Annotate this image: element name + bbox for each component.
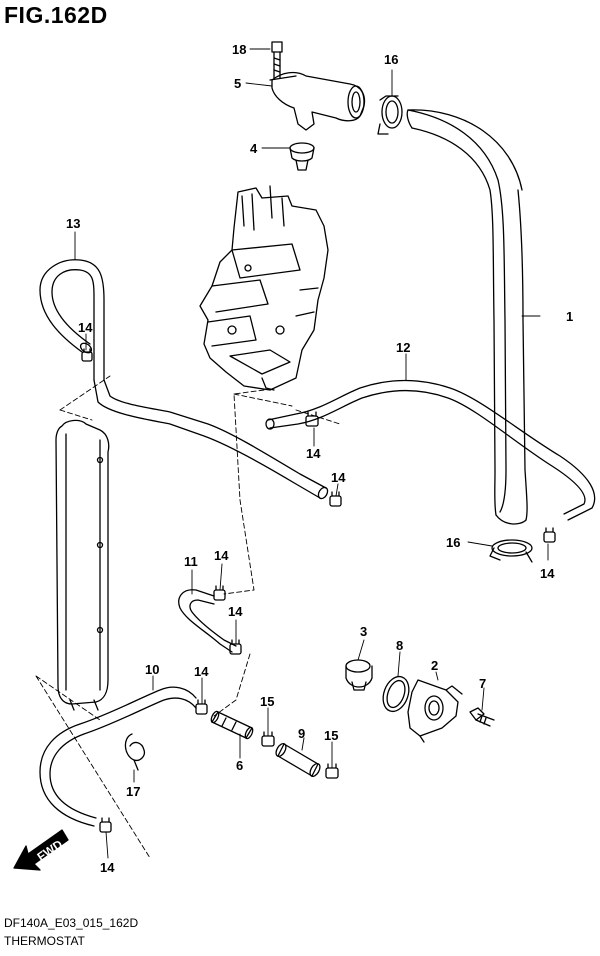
callout-1[interactable]: 1	[566, 309, 573, 324]
callout-15-a[interactable]: 15	[260, 694, 274, 709]
callout-2[interactable]: 2	[431, 658, 438, 673]
part-11-hose	[178, 589, 237, 653]
callout-3[interactable]: 3	[360, 624, 367, 639]
figure-title: FIG.162D	[4, 2, 108, 28]
callout-17[interactable]: 17	[126, 784, 140, 799]
part-4-thermostat	[289, 142, 315, 171]
callout-6[interactable]: 6	[236, 758, 243, 773]
part-12-hose	[265, 379, 596, 521]
callout-5[interactable]: 5	[234, 76, 241, 91]
part-9-hose	[275, 742, 321, 778]
part-14-clamp-c	[329, 491, 342, 507]
part-14-clamp-a	[81, 348, 93, 362]
part-10-hose	[39, 686, 197, 827]
callout-14-g[interactable]: 14	[194, 664, 209, 679]
figure-name: THERMOSTAT	[4, 934, 85, 948]
engine-block	[199, 185, 329, 391]
callout-10[interactable]: 10	[145, 662, 159, 677]
part-17-clip	[124, 733, 146, 771]
part-18-bolt	[271, 41, 283, 79]
part-13-hose	[39, 259, 329, 500]
part-2-cover	[407, 679, 463, 743]
part-3-thermostat	[345, 659, 373, 691]
callout-labels: 18 5 16 4 13 14 1 12 14 14 16 14 11 14 1…	[66, 42, 573, 875]
part-1-hose	[406, 109, 528, 525]
reference-lines	[35, 375, 341, 859]
callout-16-bottom[interactable]: 16	[446, 535, 460, 550]
part-16-clamp-top	[377, 95, 403, 135]
part-14-clamp-h	[99, 817, 112, 833]
callout-8[interactable]: 8	[396, 638, 403, 653]
part-14-clamp-f	[229, 639, 242, 655]
part-7-bolt	[469, 707, 495, 727]
callout-14-d[interactable]: 14	[540, 566, 555, 581]
callout-15-b[interactable]: 15	[324, 728, 338, 743]
part-16-clamp-bottom	[489, 539, 533, 563]
callout-12[interactable]: 12	[396, 340, 410, 355]
part-5-thermostat-cover	[269, 71, 366, 131]
callout-4[interactable]: 4	[250, 141, 258, 156]
part-14-clamp-e	[213, 585, 226, 601]
part-14-clamp-d	[543, 527, 556, 543]
part-6-fitting	[210, 710, 254, 740]
callout-11[interactable]: 11	[184, 554, 198, 569]
figure-code: DF140A_E03_015_162D	[4, 916, 139, 930]
fwd-arrow[interactable]: FWD	[13, 829, 69, 871]
callout-14-c[interactable]: 14	[331, 470, 346, 485]
callout-14-f[interactable]: 14	[228, 604, 243, 619]
callout-14-h[interactable]: 14	[100, 860, 115, 875]
callout-18[interactable]: 18	[232, 42, 246, 57]
callout-14-e[interactable]: 14	[214, 548, 229, 563]
part-8-gasket	[382, 675, 410, 713]
callout-14-b[interactable]: 14	[306, 446, 321, 461]
callout-16-top[interactable]: 16	[384, 52, 398, 67]
callout-14-a[interactable]: 14	[78, 320, 93, 335]
callout-7[interactable]: 7	[479, 676, 486, 691]
exhaust-cover	[55, 419, 110, 711]
leader-lines	[74, 48, 549, 859]
callout-9[interactable]: 9	[298, 726, 305, 741]
callout-13[interactable]: 13	[66, 216, 80, 231]
part-14-clamp-g	[195, 699, 208, 715]
